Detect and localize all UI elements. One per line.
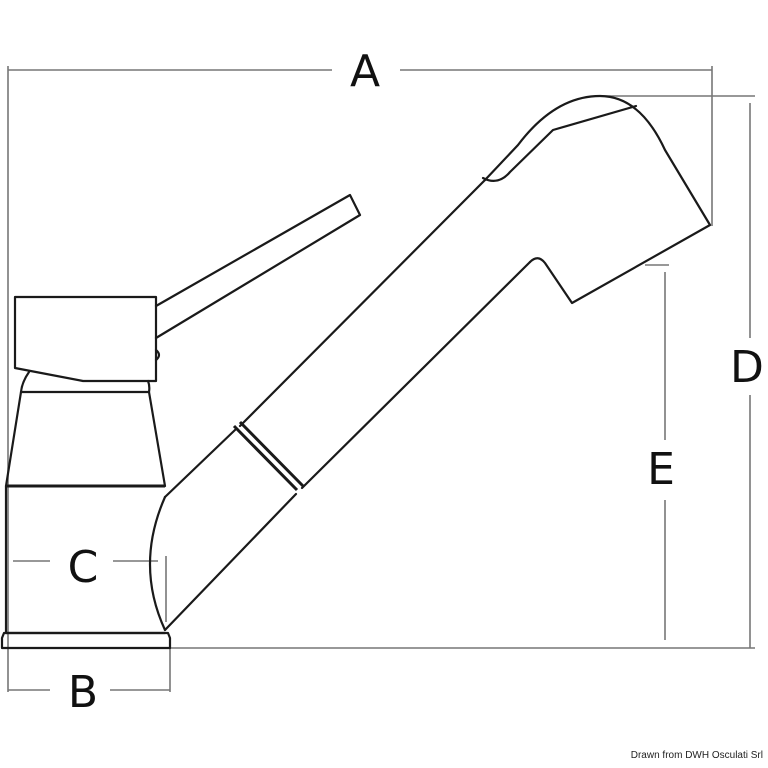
dimension-d: D (168, 95, 764, 649)
lever (154, 193, 362, 340)
base-ring (0, 631, 172, 650)
label-a: A (350, 46, 380, 97)
hose (163, 178, 532, 632)
dimension-a: A (7, 46, 713, 692)
credit-text: Drawn from DWH Osculati Srl (631, 750, 763, 761)
dimension-e: E (645, 264, 675, 640)
dimension-c: C (13, 542, 167, 622)
hose-band (232, 420, 305, 492)
lever-pin (154, 348, 161, 362)
body-upper (4, 390, 167, 488)
label-b: B (68, 667, 98, 718)
spray-head-detail (481, 104, 638, 183)
label-c: C (68, 542, 99, 593)
faucet (0, 94, 712, 650)
dimension-b: B (8, 648, 171, 718)
handle-block (13, 295, 158, 383)
label-e: E (647, 444, 675, 495)
label-d: D (730, 342, 764, 393)
